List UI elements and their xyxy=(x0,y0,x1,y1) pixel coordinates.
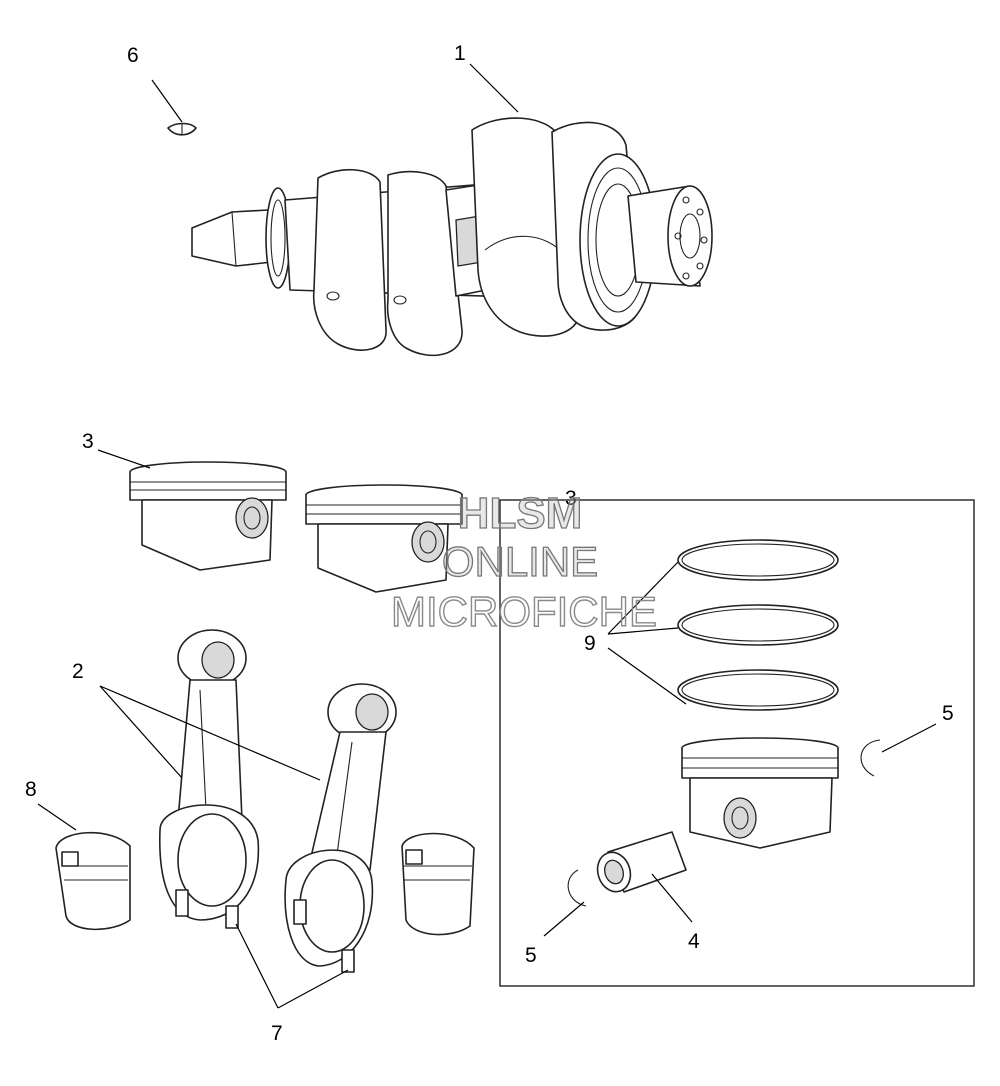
bearing-insert-left xyxy=(55,831,131,931)
callout-6: 6 xyxy=(127,44,139,67)
callout-5-right: 5 xyxy=(942,702,954,725)
piston-ring-middle xyxy=(677,604,839,646)
callout-7: 7 xyxy=(271,1022,283,1045)
leader-lines xyxy=(37,63,937,1009)
bearing-insert-right xyxy=(401,832,475,936)
callout-2: 2 xyxy=(72,660,84,683)
circlip-right xyxy=(860,739,881,777)
piston-left xyxy=(129,461,287,571)
callout-1: 1 xyxy=(454,42,466,65)
callout-3-pistons: 3 xyxy=(82,430,94,453)
callout-5-left: 5 xyxy=(525,944,537,967)
piston-center xyxy=(305,484,463,593)
watermark-line-2: ONLINE xyxy=(442,538,598,585)
piston-kit-piston xyxy=(681,737,839,849)
watermark-line-1: HLSM xyxy=(458,489,583,538)
watermark: HLSM ONLINE MICROFICHE xyxy=(390,488,657,635)
callout-8: 8 xyxy=(25,778,37,801)
circlip-left xyxy=(567,869,587,907)
callout-4: 4 xyxy=(688,930,700,953)
connecting-rod-left xyxy=(159,629,260,929)
watermark-line-3: MICROFICHE xyxy=(391,588,657,635)
piston-ring-bottom xyxy=(677,669,839,711)
crankshaft xyxy=(191,117,713,357)
connecting-rod-right xyxy=(284,683,397,973)
piston-pin xyxy=(596,831,687,893)
piston-kit-frame xyxy=(499,499,975,987)
piston-ring-top xyxy=(677,539,839,581)
woodruff-key xyxy=(167,122,197,136)
callout-9: 9 xyxy=(584,632,596,655)
callout-3-kit: 3 xyxy=(565,487,577,510)
